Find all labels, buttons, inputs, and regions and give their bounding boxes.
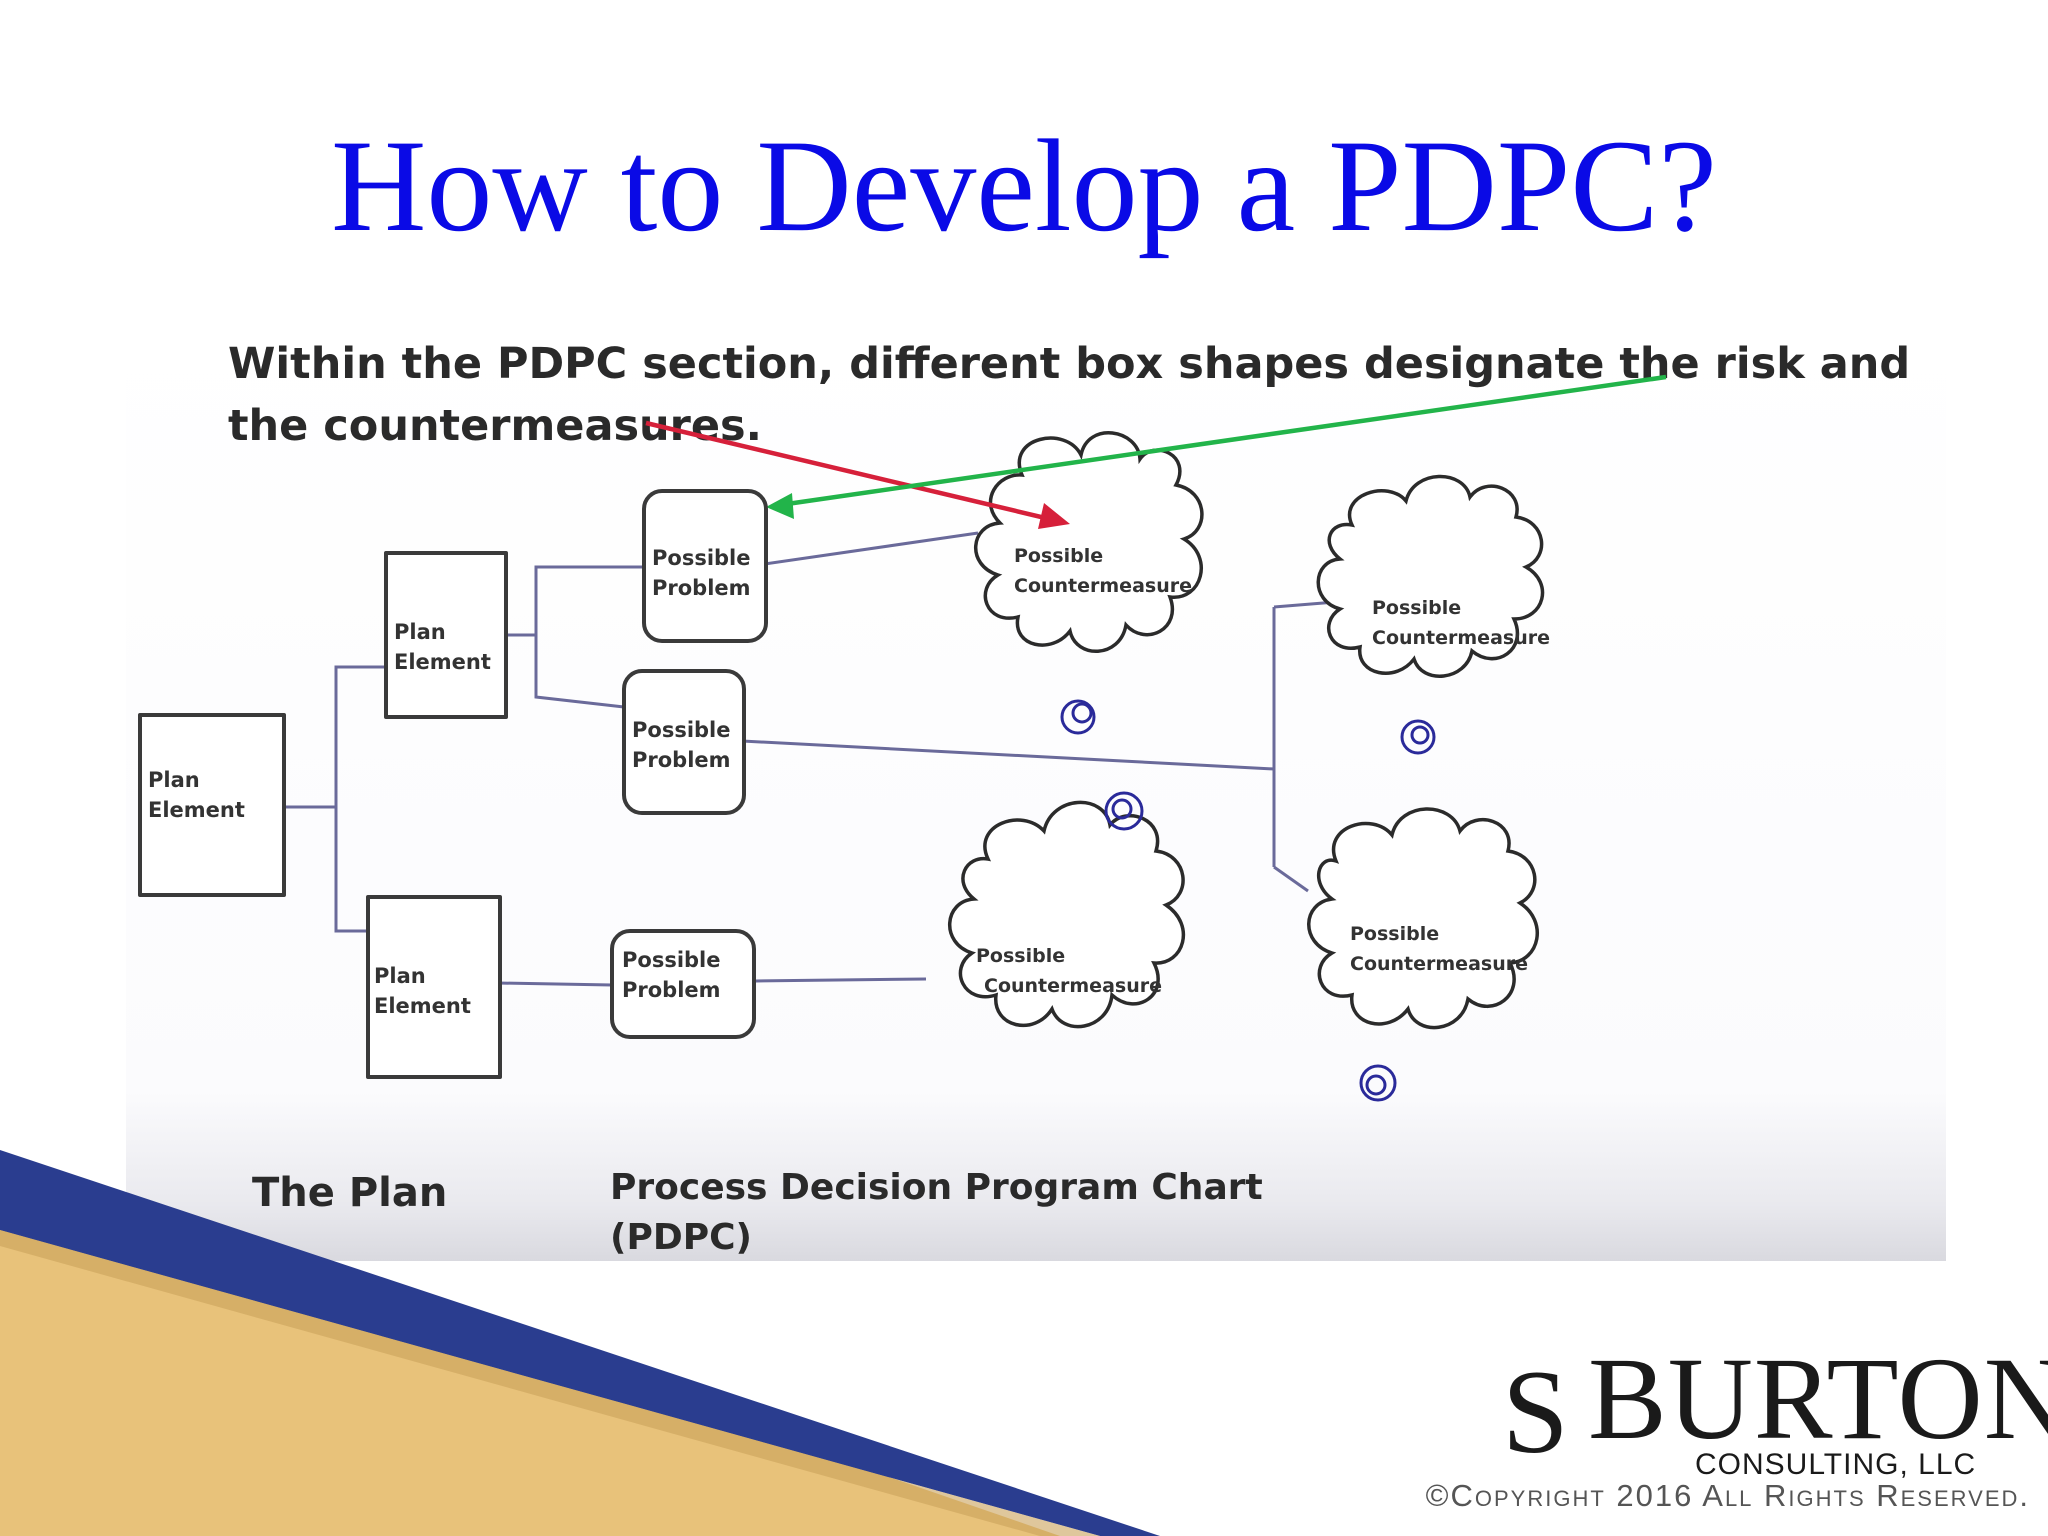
connector-root-lower: [334, 807, 366, 933]
caption-pdpc: Process Decision Program Chart (PDPC): [610, 1167, 1263, 1258]
cloud-shape-4: [1307, 807, 1539, 1030]
plan-element-lower: [366, 895, 502, 1079]
connector-problem3-cloud2: [755, 977, 927, 983]
possible-problem-3: [610, 929, 756, 1039]
connector-junction-cloud4: [1273, 865, 1309, 893]
plan-element-lower-label: Plan Element: [374, 964, 471, 1018]
slide-title: How to Develop a PDPC?: [331, 112, 1717, 259]
possible-problem-2-label: Possible Problem: [632, 718, 731, 772]
connector-plan-problem1: [506, 565, 642, 637]
pdpc-figure: Within the PDPC section, different box s…: [126, 325, 1946, 1261]
copyright-text: ©Copyright 2016 All Rights Reserved.: [1425, 1478, 2030, 1513]
connector-problem1-cloud1: [757, 531, 979, 567]
plan-element-upper-label: Plan Element: [394, 620, 491, 674]
caption-the-plan: The Plan: [252, 1170, 448, 1216]
diagram-lines: [285, 374, 1667, 1102]
connector-problem2-junction: [741, 739, 1275, 771]
logo-sub: CONSULTING, LLC: [1695, 1448, 1977, 1481]
possible-problem-2: [622, 669, 746, 815]
logo-name: BURTON: [1588, 1333, 2048, 1464]
countermeasure-arrow: [766, 374, 1667, 519]
cloud-shape-3: [1316, 474, 1545, 678]
connector-plan-problem2: [534, 635, 625, 709]
possible-problem-1: [642, 489, 768, 643]
intro-text: Within the PDPC section, different box s…: [228, 339, 1911, 451]
plan-element-root: [138, 713, 286, 897]
connector-root-upper: [285, 665, 384, 809]
company-logo: S BURTON CONSULTING, LLC: [1500, 1340, 2048, 1520]
plan-element-root-label: Plan Element: [148, 768, 245, 822]
decorative-stripes: [0, 1150, 1160, 1536]
possible-problem-3-label: Possible Problem: [622, 948, 721, 1002]
connector-plan3-problem3: [497, 981, 613, 987]
logo-mark: S: [1502, 1345, 1569, 1478]
possible-problem-1-label: Possible Problem: [652, 546, 751, 600]
cloud-shape-2: [947, 800, 1185, 1029]
plan-element-upper: [384, 551, 508, 719]
cloud-shape-1: [973, 431, 1204, 654]
risk-arrow: [645, 420, 1070, 529]
